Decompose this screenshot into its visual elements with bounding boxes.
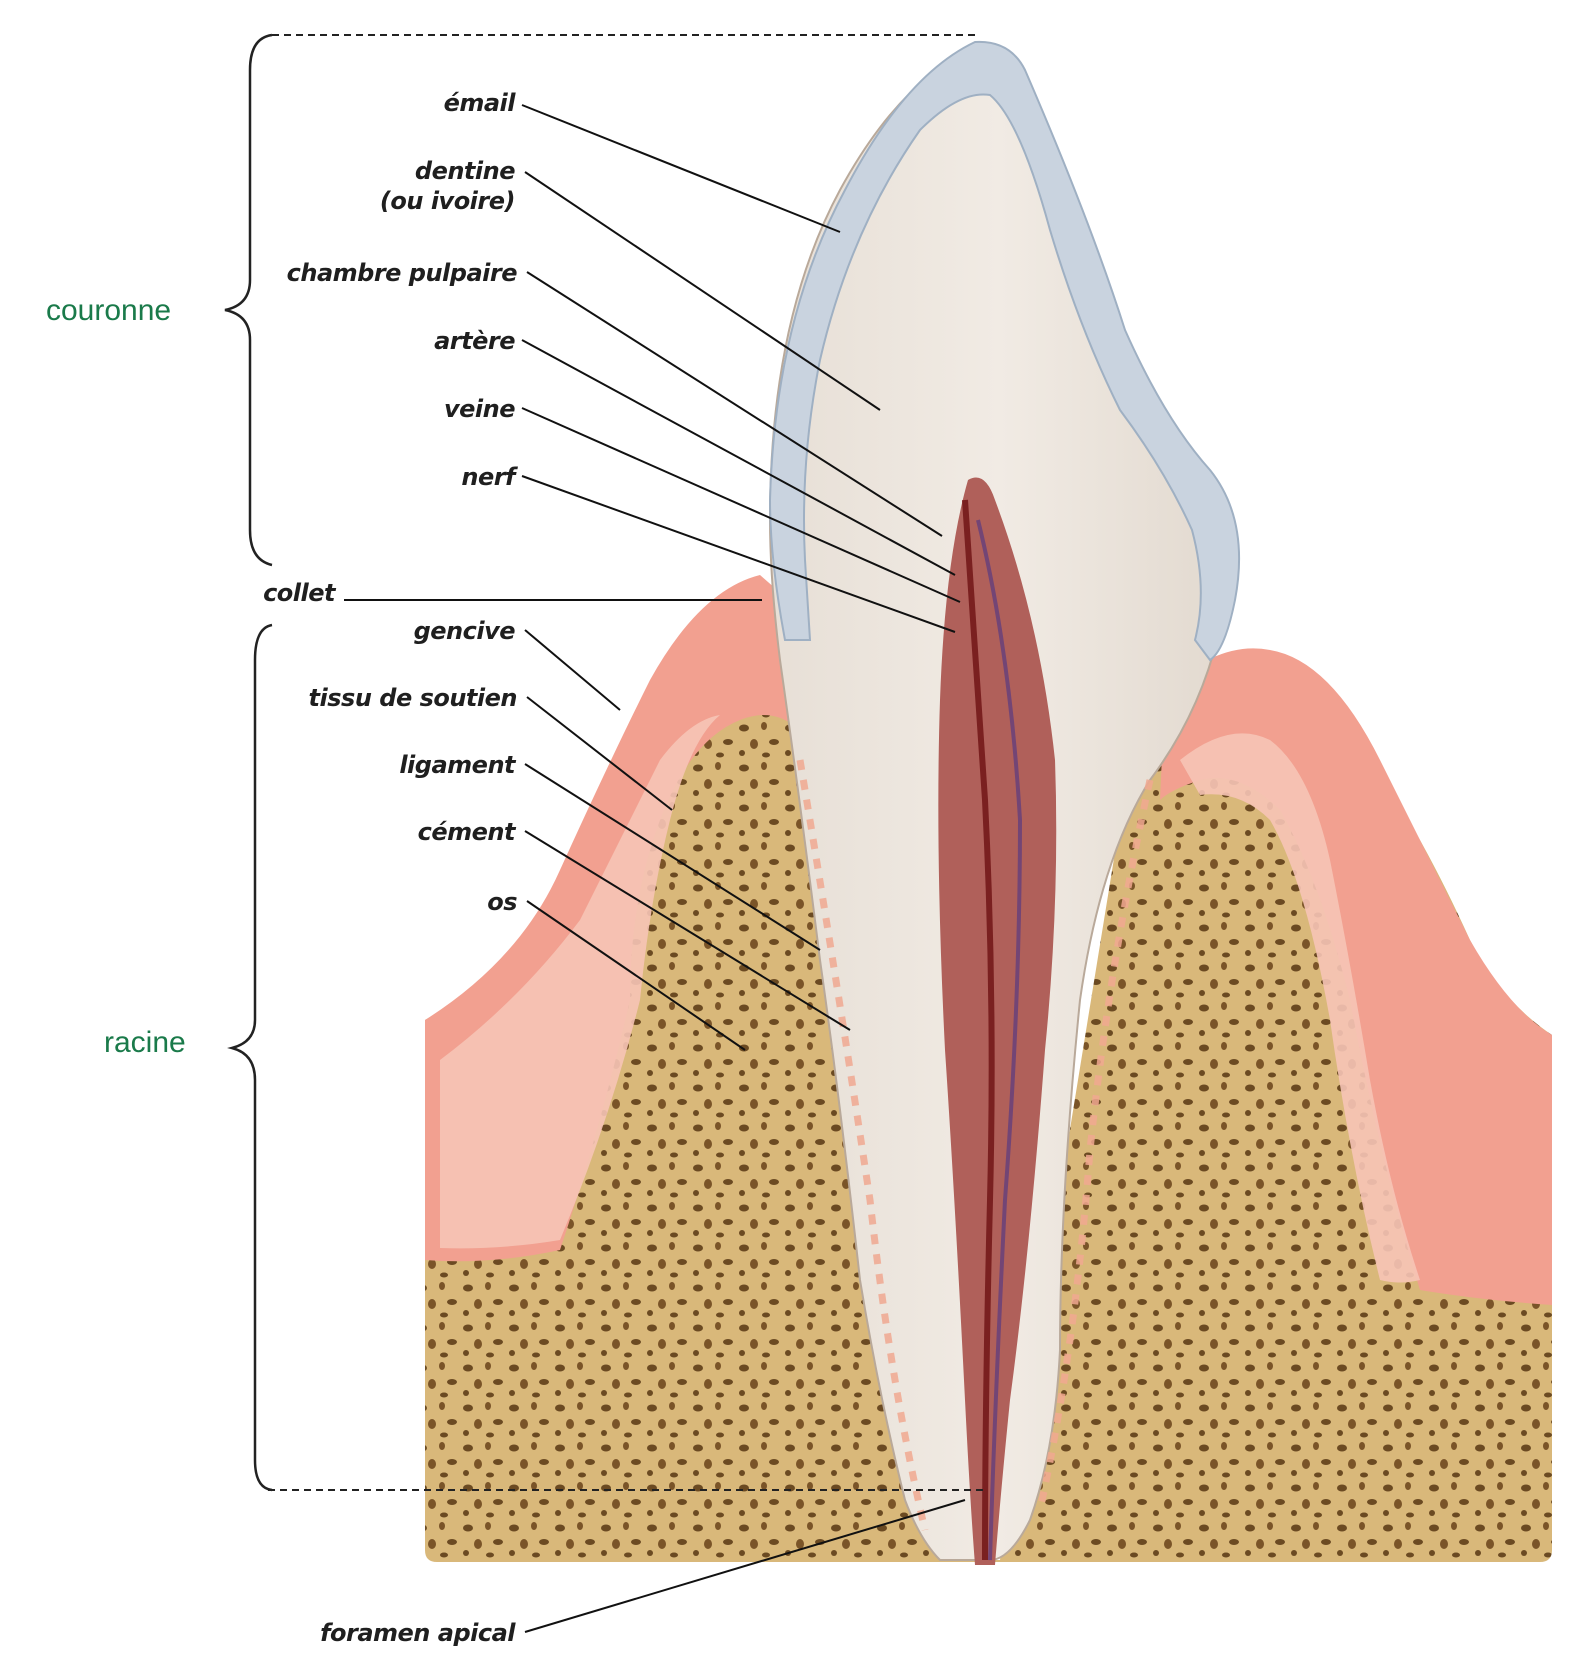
label-artere: artère xyxy=(434,327,515,355)
pulp xyxy=(938,477,1057,1565)
label-gencive: gencive xyxy=(413,617,516,645)
label-email: émail xyxy=(443,89,516,117)
label-dentine-line1: dentine xyxy=(414,157,516,185)
label-collet: collet xyxy=(263,579,335,607)
label-nerf: nerf xyxy=(461,463,515,491)
label-dentine-line2: (ou ivoire) xyxy=(379,187,516,215)
level-lines xyxy=(268,34,985,1491)
pulp-vessels xyxy=(962,499,995,1561)
label-os: os xyxy=(487,888,517,916)
gum-left-inner xyxy=(440,715,720,1249)
bone xyxy=(425,660,1552,1562)
ligament-stripes xyxy=(796,759,1154,1531)
label-foramen-apical: foramen apical xyxy=(320,1619,515,1647)
label-chambre-pulpaire: chambre pulpaire xyxy=(286,259,518,287)
gum-right xyxy=(1160,648,1552,1305)
braces xyxy=(224,33,273,1492)
label-ligament: ligament xyxy=(399,751,515,779)
enamel xyxy=(768,40,1241,662)
label-cement: cément xyxy=(417,818,516,846)
section-root: racine xyxy=(104,1026,186,1059)
leader-lines xyxy=(344,104,966,1633)
label-tissu-de-soutien: tissu de soutien xyxy=(308,684,518,712)
label-veine: veine xyxy=(443,395,516,423)
section-crown: couronne xyxy=(46,294,172,327)
gum-right-inner xyxy=(1180,733,1420,1283)
label-dentine: dentine (ou ivoire) xyxy=(379,156,516,216)
